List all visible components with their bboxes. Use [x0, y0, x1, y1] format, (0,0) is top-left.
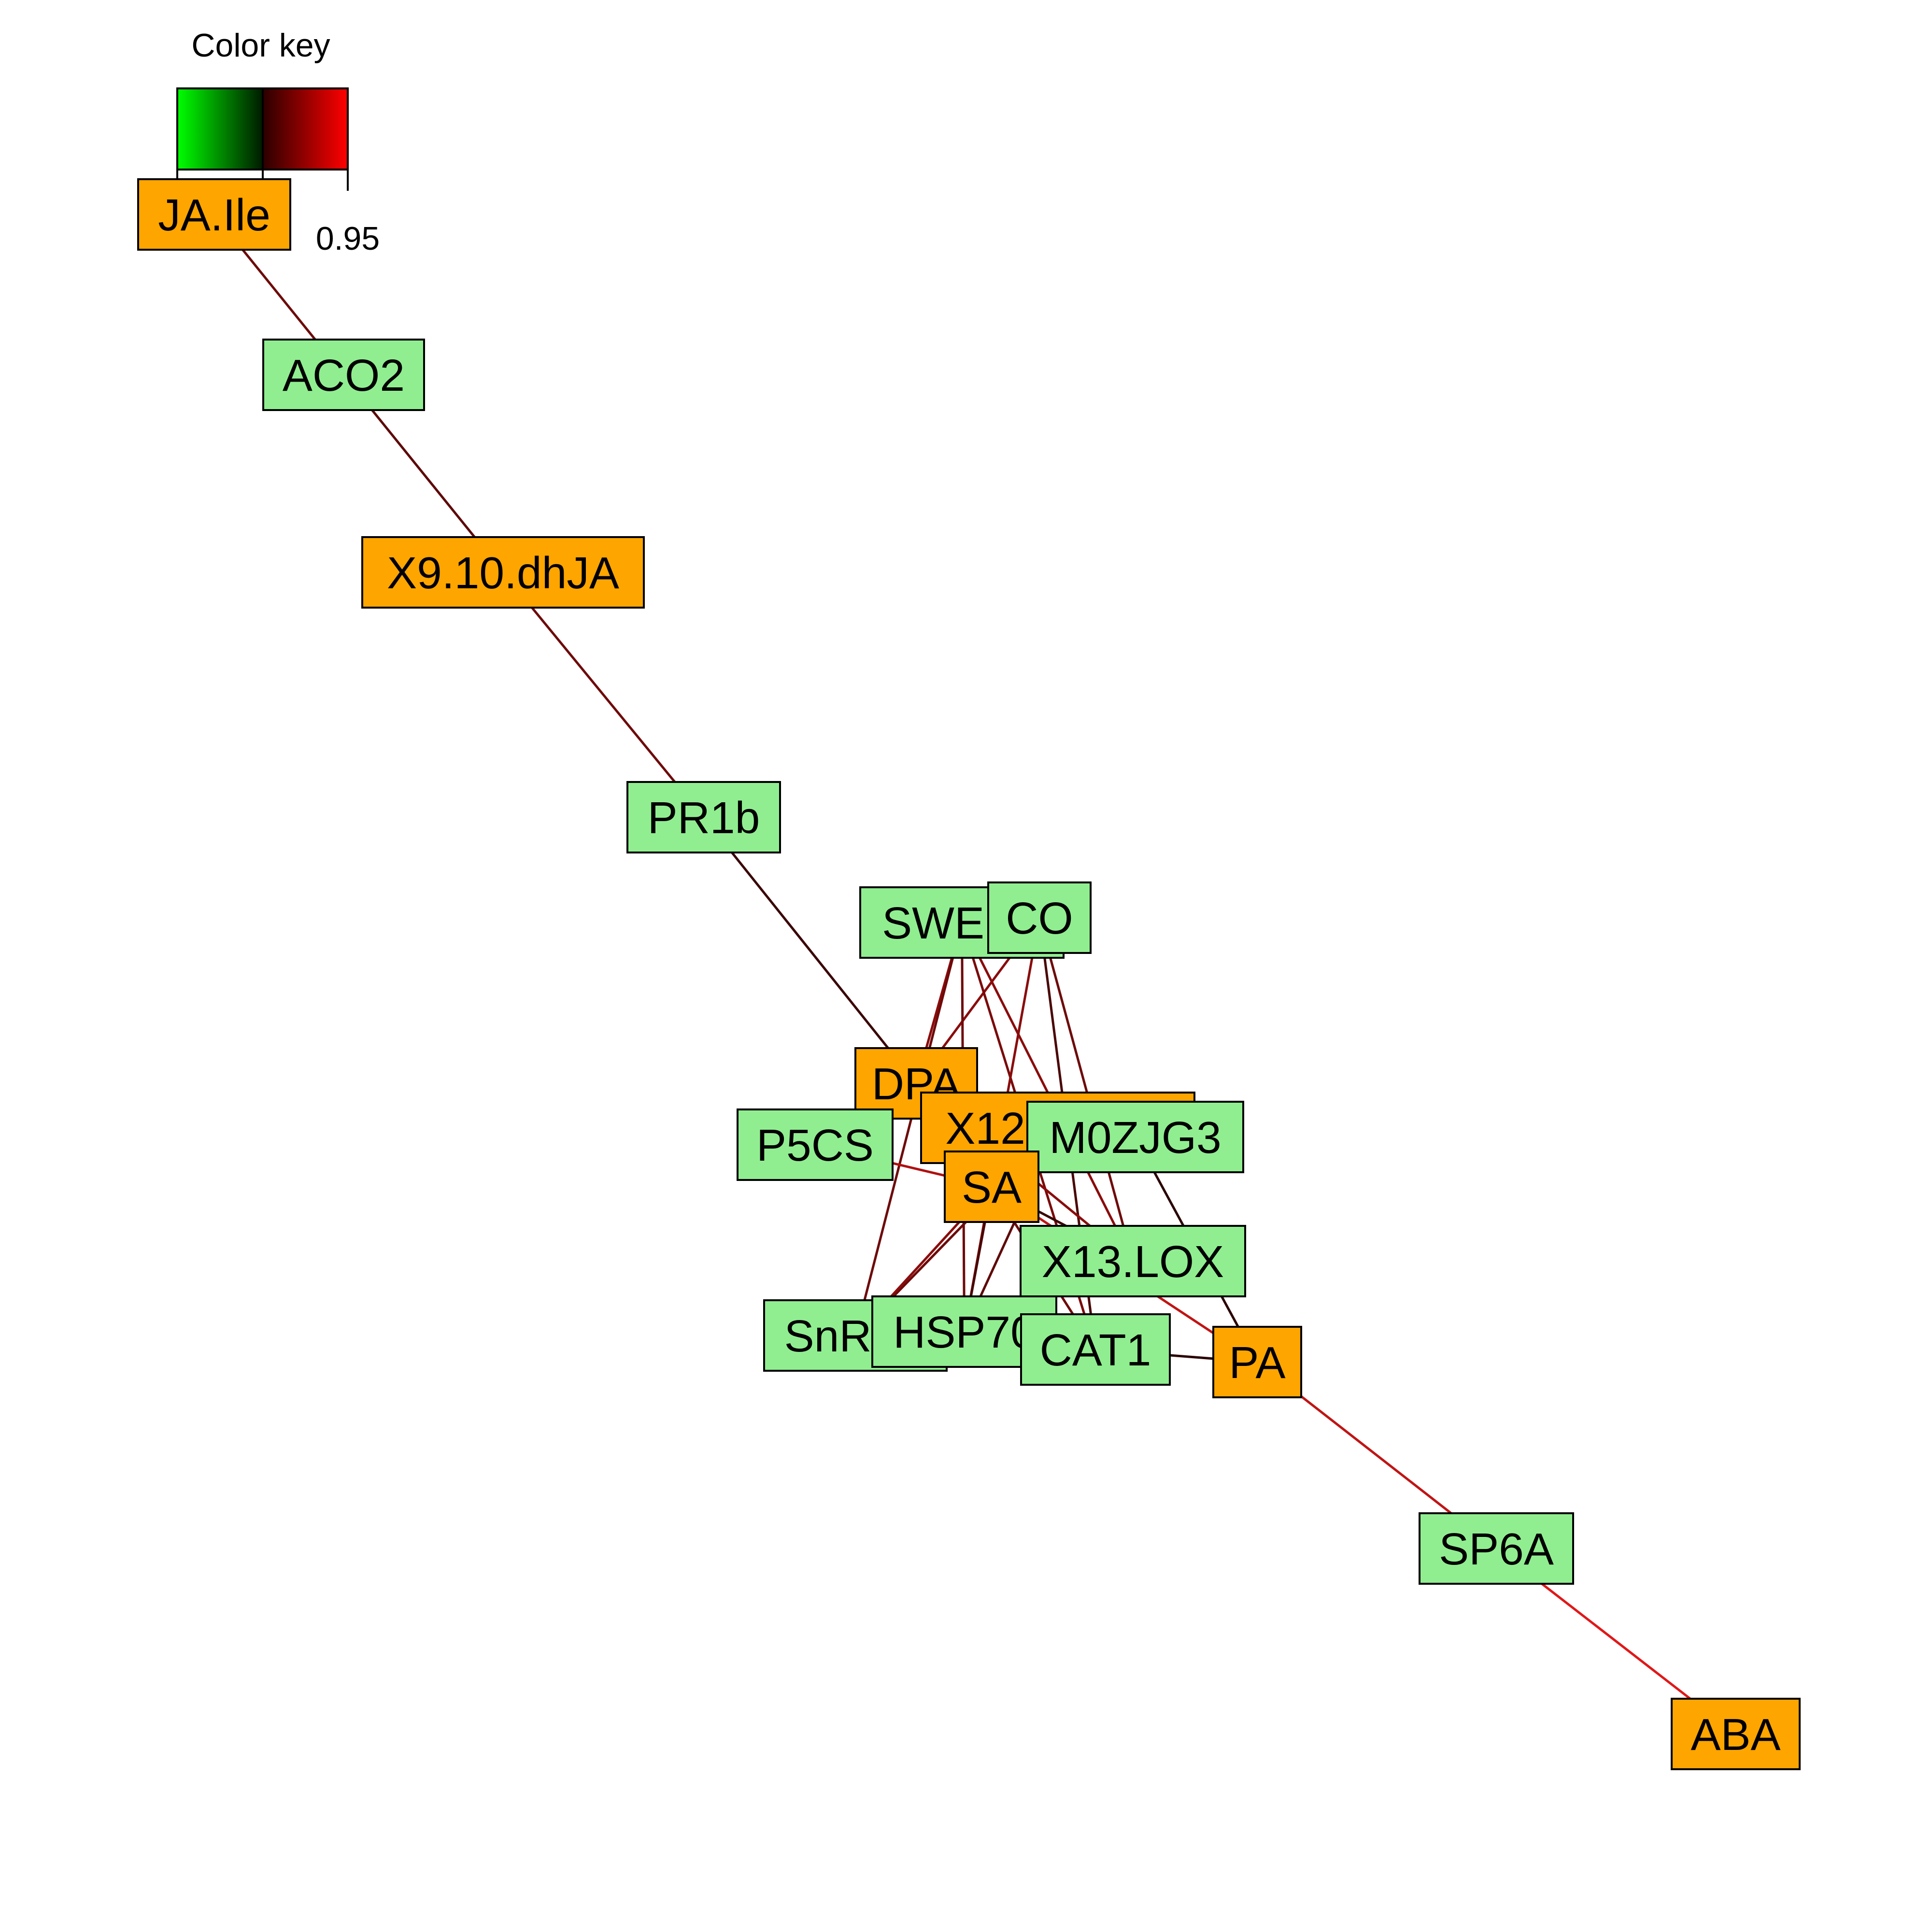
node-label: SP6A [1439, 1524, 1554, 1574]
node-box [737, 1108, 894, 1181]
node-box [1212, 1326, 1302, 1398]
nodes: JA.IleACO2X9.10.dhJAPR1bSWEETCODPAX12.OH… [137, 178, 1801, 1770]
node-label: JA.Ile [158, 190, 270, 240]
node-ja-ile[interactable]: JA.Ile [137, 178, 291, 251]
node-box [1026, 1101, 1244, 1173]
node-x9-10-dhja[interactable]: X9.10.dhJA [361, 536, 645, 609]
node-pr1b[interactable]: PR1b [626, 781, 781, 853]
node-label: ABA [1690, 1709, 1780, 1760]
node-sp6a[interactable]: SP6A [1419, 1512, 1574, 1585]
node-p5cs[interactable]: P5CS [737, 1108, 894, 1181]
node-cat1[interactable]: CAT1 [1020, 1313, 1171, 1386]
color-key-bar-positive [263, 88, 348, 170]
node-label: M0ZJG3 [1049, 1112, 1222, 1163]
edge-x9-10-dhja-pr1b [502, 571, 705, 818]
node-x13-lox[interactable]: X13.LOX [1020, 1225, 1246, 1297]
node-sa[interactable]: SA [944, 1151, 1039, 1223]
node-box [1020, 1313, 1171, 1386]
node-label: X9.10.dhJA [387, 548, 619, 598]
node-box [137, 178, 291, 251]
node-box [361, 536, 645, 609]
color-key-max-label: 0.95 [316, 220, 380, 257]
edge-co-x13-lox [1038, 917, 1134, 1262]
node-co[interactable]: CO [987, 881, 1092, 954]
node-label: SA [962, 1162, 1022, 1212]
node-label: P5CS [756, 1120, 874, 1170]
node-label: X13.LOX [1042, 1236, 1224, 1287]
edge-sweet-snrk2 [854, 922, 963, 1336]
color-key: Color key 0.95 [176, 27, 380, 257]
node-box [1419, 1512, 1574, 1585]
node-aco2[interactable]: ACO2 [262, 339, 425, 411]
node-box [944, 1151, 1039, 1223]
node-label: CO [1006, 893, 1073, 943]
node-box [987, 881, 1092, 954]
edge-pr1b-dpa [703, 816, 917, 1084]
node-aba[interactable]: ABA [1671, 1698, 1801, 1770]
node-box [262, 339, 425, 411]
node-label: PR1b [648, 793, 760, 843]
node-label: ACO2 [283, 350, 405, 400]
node-box [1020, 1225, 1246, 1297]
color-key-title: Color key [191, 27, 330, 64]
node-label: CAT1 [1040, 1325, 1151, 1375]
node-label: HSP70 [893, 1307, 1036, 1357]
color-key-bar-negative [177, 88, 263, 170]
node-box [1671, 1698, 1801, 1770]
node-box [626, 781, 781, 853]
node-pa[interactable]: PA [1212, 1326, 1302, 1398]
node-mozjg3[interactable]: M0ZJG3 [1026, 1101, 1244, 1173]
node-label: PA [1229, 1337, 1285, 1388]
